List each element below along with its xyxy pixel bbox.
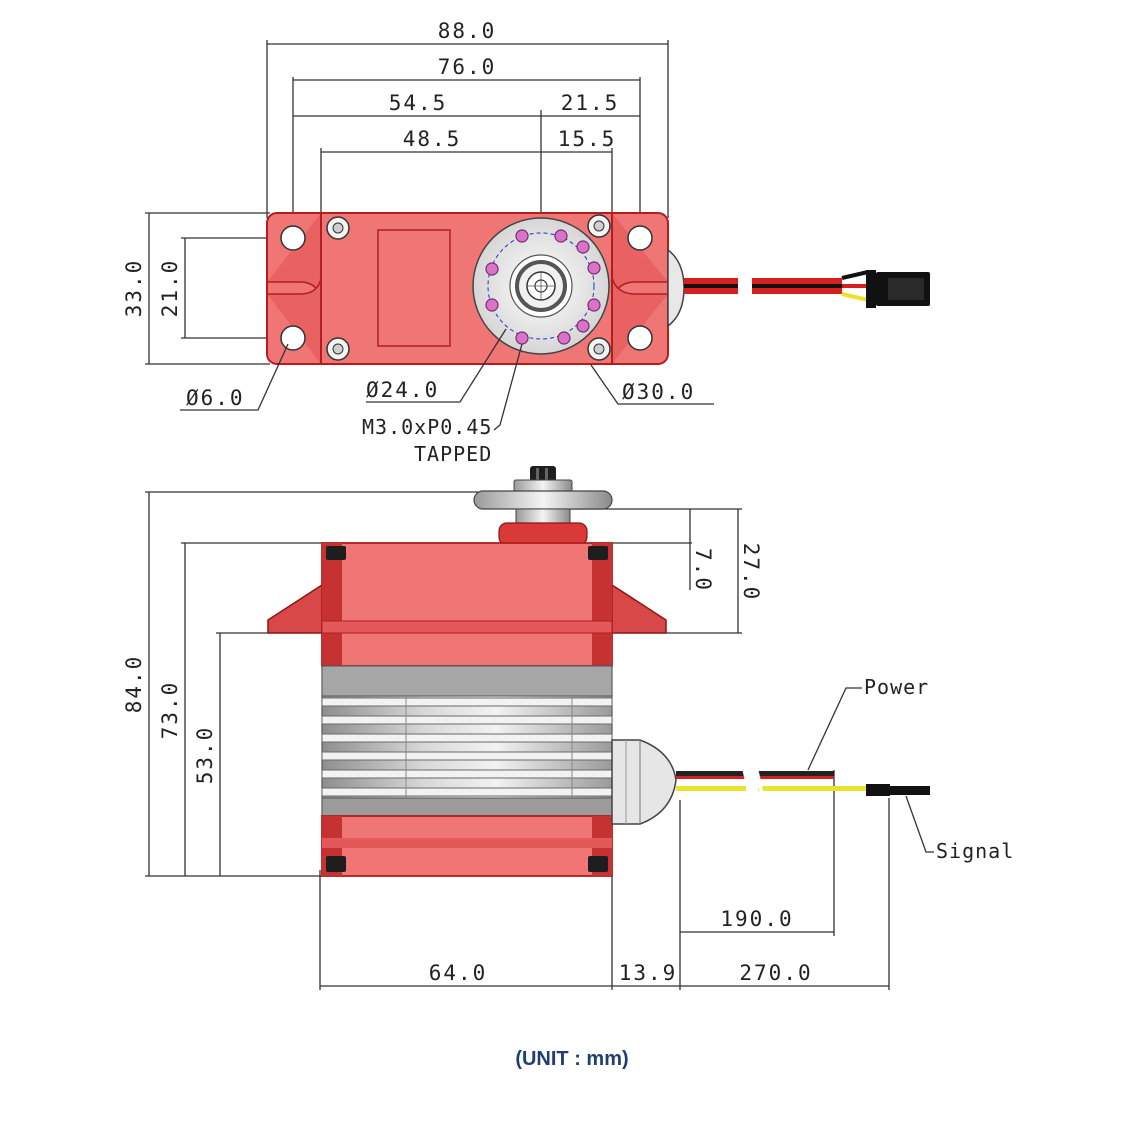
top-view-cable — [667, 248, 930, 328]
side-view-lower-case — [321, 815, 613, 877]
dim-cable-exit: 13.9 — [619, 961, 678, 985]
side-view: 84.0 73.0 53.0 7.0 27.0 64.0 13.9 270.0 … — [122, 466, 1014, 990]
top-view-labels: 88.0 76.0 54.5 21.5 48.5 15.5 33.0 21.0 … — [122, 19, 695, 466]
side-view-cable — [611, 739, 930, 825]
side-view-extension-lines — [145, 491, 890, 990]
power-label: Power — [864, 675, 929, 699]
top-view-case-screws — [326, 214, 611, 361]
dim-height-to-flange: 53.0 — [193, 726, 217, 785]
dim-overall-height: 84.0 — [122, 655, 146, 714]
side-view-dimension-lines — [148, 492, 889, 987]
signal-label: Signal — [936, 839, 1014, 863]
dim-signal-lead: 270.0 — [739, 961, 812, 985]
thread-note-line1: M3.0xP0.45 — [362, 415, 492, 439]
thread-note-line2: TAPPED — [414, 442, 492, 466]
dim-body-to-axis: 48.5 — [403, 127, 462, 151]
dim-hole-spacing: 76.0 — [438, 55, 497, 79]
side-view-upper-case — [267, 542, 667, 667]
dim-overall-length: 88.0 — [438, 19, 497, 43]
dim-shaft-height: 27.0 — [739, 543, 763, 602]
top-view-output-horn — [472, 217, 610, 355]
side-view-heatsink — [321, 665, 613, 817]
dim-horn-diameter: Ø30.0 — [622, 380, 695, 404]
side-view-horn — [473, 466, 613, 546]
dim-hole-to-axis: 54.5 — [389, 91, 448, 115]
top-view-dimension-lines — [148, 43, 668, 364]
side-view-leaders — [807, 687, 934, 853]
dim-hole-pitch: 21.0 — [158, 259, 182, 318]
dim-horn-height: 7.0 — [691, 548, 715, 592]
top-view-mounting-holes — [280, 225, 653, 351]
top-view-leaders — [180, 328, 714, 431]
unit-label: (UNIT : mm) — [515, 1048, 629, 1070]
dim-axis-to-hole: 21.5 — [561, 91, 620, 115]
dim-body-width: 64.0 — [429, 961, 488, 985]
dim-hole-diameter: Ø6.0 — [186, 386, 245, 410]
dim-power-lead: 190.0 — [720, 907, 793, 931]
dim-height-to-top: 73.0 — [158, 681, 182, 740]
dim-width: 33.0 — [122, 259, 146, 318]
dim-axis-to-body: 15.5 — [558, 127, 617, 151]
top-view: 88.0 76.0 54.5 21.5 48.5 15.5 33.0 21.0 … — [122, 19, 930, 466]
side-view-labels: 84.0 73.0 53.0 7.0 27.0 64.0 13.9 270.0 … — [122, 543, 1014, 985]
dim-bolt-circle: Ø24.0 — [366, 378, 439, 402]
servo-technical-drawing: 88.0 76.0 54.5 21.5 48.5 15.5 33.0 21.0 … — [122, 19, 1014, 990]
